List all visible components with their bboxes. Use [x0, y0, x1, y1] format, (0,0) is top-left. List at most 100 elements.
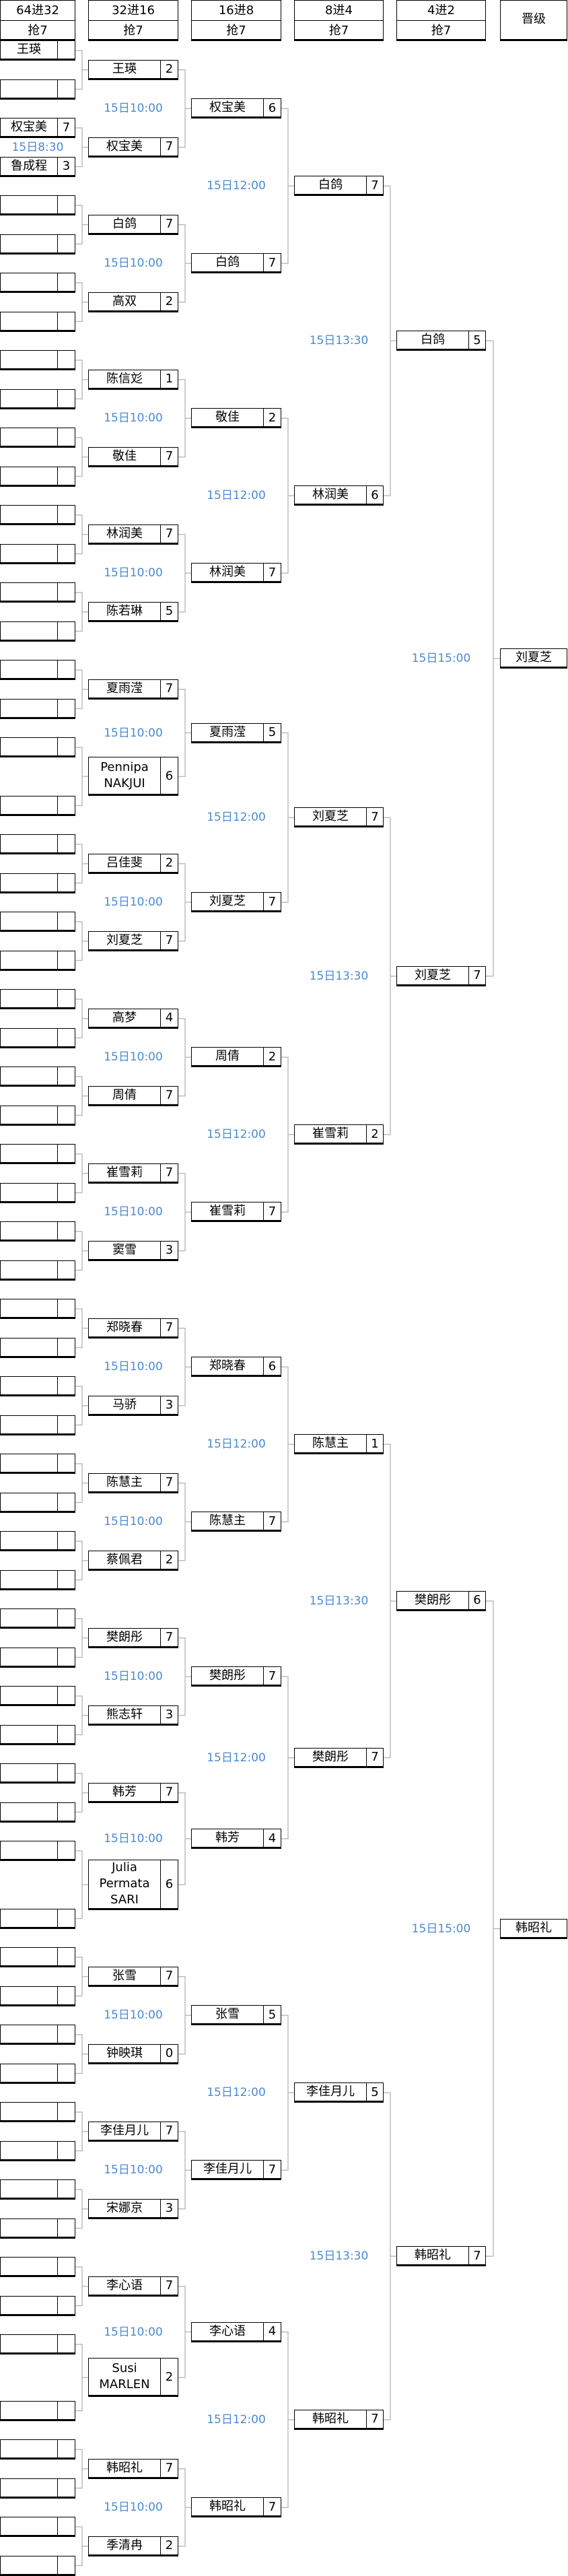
player-name [1, 1909, 57, 1927]
player-name: 韩昭礼 [415, 2248, 451, 2263]
round-64-entry [0, 660, 75, 680]
player-score [57, 1764, 75, 1782]
match-time-label: 15日8:30 [11, 140, 64, 154]
player-score: 5 [468, 331, 485, 349]
player-name [1, 912, 57, 930]
round-64-entry [0, 1299, 75, 1319]
bracket-connector [75, 844, 88, 884]
round-64-entry [0, 2102, 75, 2122]
match-time-label: 15日15:00 [411, 652, 471, 666]
player-score: 6 [468, 1591, 485, 1609]
round-64-entry [0, 388, 75, 409]
round-64-entry [0, 1724, 75, 1745]
round-64-entry [0, 2218, 75, 2239]
player-name [1, 545, 57, 562]
round-64-entry [0, 79, 75, 100]
player-score: 7 [160, 931, 178, 949]
round-64-entry [0, 1531, 75, 1551]
player-score: 2 [160, 2359, 178, 2396]
player-score [57, 2478, 75, 2497]
player-score: 1 [160, 370, 178, 388]
player-score: 7 [263, 254, 281, 272]
round-64-entry [0, 234, 75, 255]
round-64-entry [0, 1686, 75, 1706]
player-score [57, 1493, 75, 1511]
bracket-connector [281, 1366, 294, 1522]
player-score: 3 [160, 1705, 178, 1724]
round-64-entry [0, 950, 75, 971]
round-label: 16进8 [192, 1, 281, 21]
player-score: 3 [160, 1241, 178, 1259]
match-format-label: 抢7 [123, 24, 143, 38]
round-64-entry [0, 543, 75, 564]
player-score [57, 2218, 75, 2237]
player-score [57, 1260, 75, 1279]
match-time-label: 15日10:00 [104, 2325, 163, 2339]
round-64-entry [0, 737, 75, 757]
player-name: 熊志轩 [106, 1707, 143, 1722]
player-score: 4 [263, 2322, 281, 2340]
player-score [57, 1454, 75, 1472]
round-64-entry [0, 1763, 75, 1784]
player-score: 2 [160, 1551, 178, 1569]
player-name [1, 1338, 57, 1356]
player-name [1, 2064, 57, 2082]
bracket-connector [75, 2266, 88, 2307]
player-name: 权宝美 [11, 120, 47, 134]
player-name [1, 1764, 57, 1782]
player-name: 白鸽 [112, 216, 137, 231]
round-64-entry [0, 1986, 75, 2006]
player-name [1, 1106, 57, 1124]
match-format-label: 抢7 [328, 24, 349, 38]
player-name: 樊朗彤 [209, 1668, 246, 1683]
round-64-entry [0, 428, 75, 448]
player-score [57, 2025, 75, 2043]
player-score: 2 [263, 409, 281, 427]
player-name: 宋娜京 [106, 2200, 143, 2215]
bracket-connector [486, 1600, 500, 2257]
player-name: 王瑛 [112, 61, 137, 76]
bracket-connector [75, 1618, 88, 1658]
round-64-entry [0, 273, 75, 293]
player-score: 7 [263, 1202, 281, 1221]
player-name [1, 390, 57, 407]
player-name [1, 196, 57, 213]
player-score: 4 [263, 1829, 281, 1847]
bracket-connector [75, 747, 88, 807]
player-name: 陈若琳 [106, 603, 143, 618]
player-score: 0 [160, 2044, 178, 2062]
bracket-connector [178, 1792, 191, 1885]
round-64-entry [0, 2334, 75, 2354]
player-name [1, 2025, 57, 2043]
round-64-entry [0, 466, 75, 487]
player-score [57, 196, 75, 213]
player-score: 7 [160, 1318, 178, 1336]
round-label: 64进32 [1, 1, 75, 21]
bracket-connector [75, 360, 88, 400]
player-score [57, 912, 75, 930]
bracket-connector [75, 2189, 88, 2229]
player-name [1, 1609, 57, 1627]
player-name [1, 1841, 57, 1859]
player-name [1, 1987, 57, 2004]
player-score: 7 [263, 2498, 281, 2516]
player-name [1, 796, 57, 814]
player-name [1, 428, 57, 446]
player-name: 吕佳斐 [106, 855, 143, 870]
bracket-connector [178, 379, 191, 458]
bracket-connector [75, 998, 88, 1039]
